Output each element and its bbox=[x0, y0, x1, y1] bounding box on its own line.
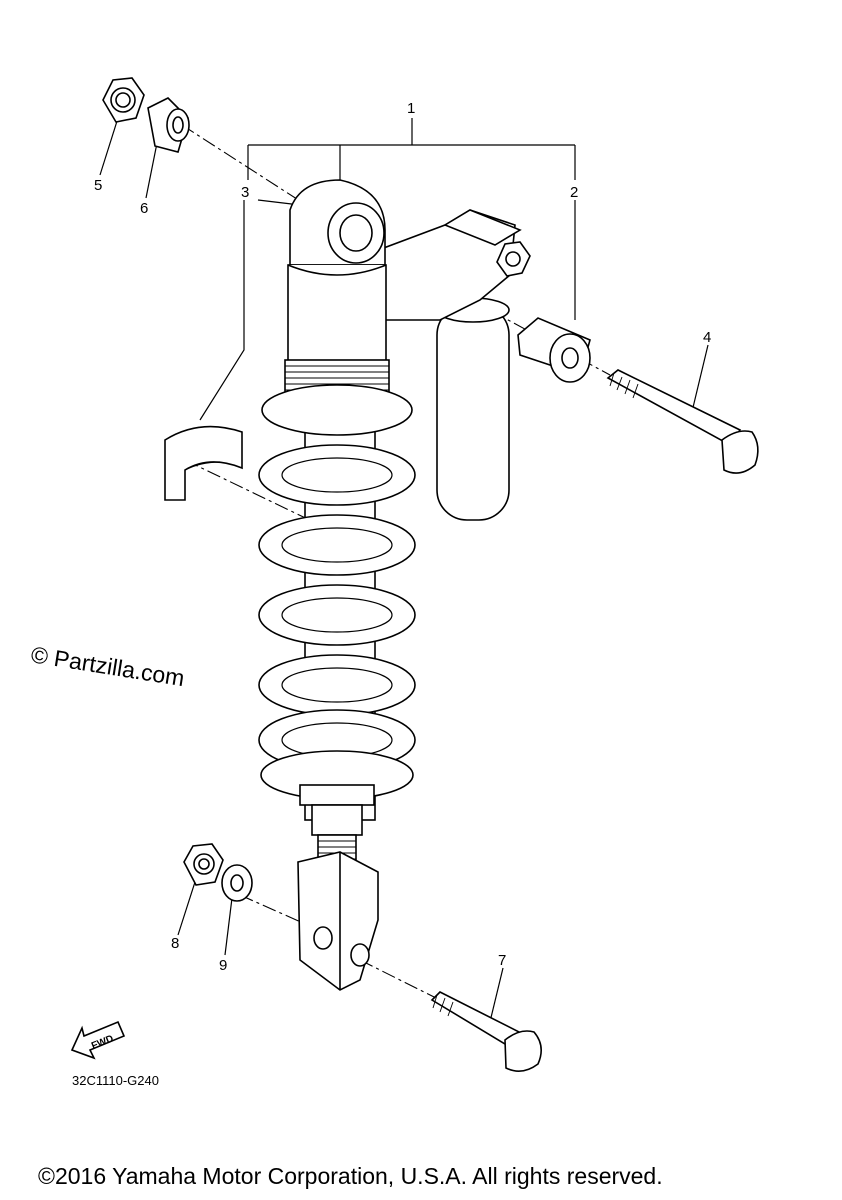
callout-3: 3 bbox=[241, 184, 249, 201]
callout-9: 9 bbox=[219, 957, 227, 974]
bolt-part-4 bbox=[606, 369, 759, 474]
bolt-part-7 bbox=[430, 991, 542, 1072]
washer-part-9 bbox=[221, 864, 253, 902]
shock-body bbox=[258, 179, 416, 991]
callout-4: 4 bbox=[703, 329, 711, 346]
fwd-arrow-icon: FWD bbox=[70, 1020, 126, 1060]
copyright-notice: ©2016 Yamaha Motor Corporation, U.S.A. A… bbox=[38, 1163, 663, 1189]
callout-6: 6 bbox=[140, 200, 148, 217]
callout-8: 8 bbox=[171, 935, 179, 952]
collar-part-2 bbox=[517, 317, 591, 383]
spring-collar-part bbox=[164, 425, 243, 501]
collar-part-6 bbox=[147, 97, 190, 153]
callout-2: 2 bbox=[570, 184, 578, 201]
watermark: © Partzilla.com bbox=[29, 641, 186, 691]
callout-5: 5 bbox=[94, 177, 102, 194]
callout-7: 7 bbox=[498, 952, 506, 969]
reservoir bbox=[364, 209, 531, 521]
nut-part-5 bbox=[102, 77, 145, 123]
leader-lines bbox=[99, 117, 709, 1031]
callout-numbers: 1 2 3 4 5 6 7 8 9 bbox=[94, 100, 711, 974]
callout-1: 1 bbox=[407, 100, 415, 117]
nut-part-8 bbox=[183, 843, 224, 886]
diagram-code: 32C1110-G240 bbox=[72, 1073, 159, 1088]
